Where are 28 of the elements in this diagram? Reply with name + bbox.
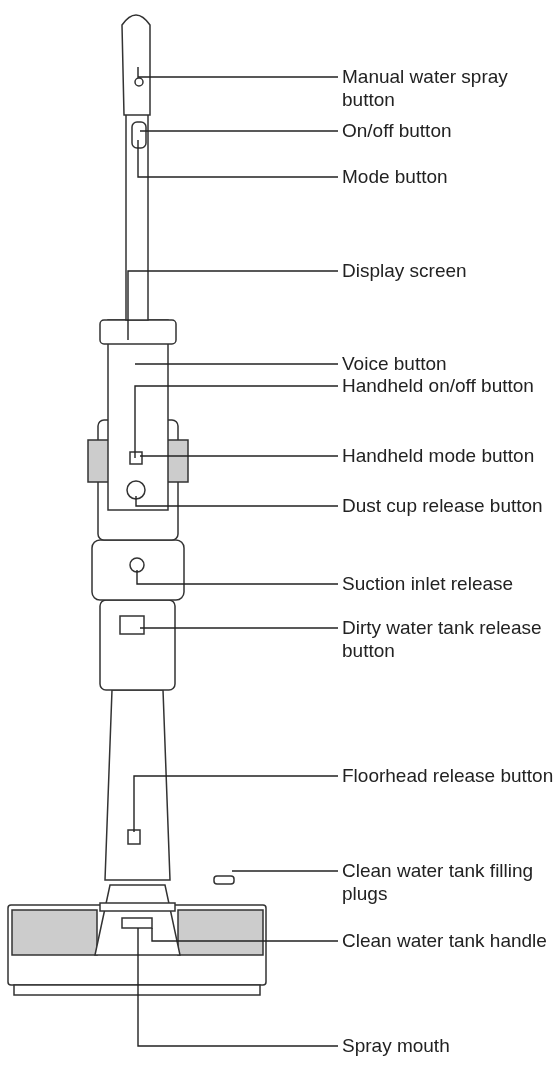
leader-line xyxy=(139,130,339,132)
part-label: Manual water spray button xyxy=(342,65,558,111)
part-label: Mode button xyxy=(342,165,558,188)
part-label: Dust cup release button xyxy=(342,494,558,517)
part-label: On/off button xyxy=(342,119,558,142)
part-label: Floorhead release button xyxy=(342,764,558,787)
part-label: Dirty water tank release button xyxy=(342,616,558,662)
leader-line xyxy=(139,455,339,457)
leader-line xyxy=(137,139,339,178)
part-label: Spray mouth xyxy=(342,1034,558,1057)
leader-line xyxy=(134,363,339,365)
leader-line xyxy=(134,385,339,459)
leader-line xyxy=(137,66,339,78)
part-label: Display screen xyxy=(342,259,558,282)
part-label: Clean water tank handle xyxy=(342,929,558,952)
leader-line xyxy=(127,270,339,341)
leader-line xyxy=(139,627,339,629)
leader-line xyxy=(231,870,339,872)
leader-line xyxy=(133,775,339,833)
part-label: Clean water tank filling plugs xyxy=(342,859,558,905)
part-label: Handheld on/off button xyxy=(342,374,558,397)
part-label: Suction inlet release xyxy=(342,572,558,595)
leader-line xyxy=(135,495,339,507)
part-label: Voice button xyxy=(342,352,558,375)
leader-line xyxy=(136,569,339,585)
part-label: Handheld mode button xyxy=(342,444,558,467)
leader-line xyxy=(151,927,339,942)
leader-line xyxy=(137,927,339,1047)
